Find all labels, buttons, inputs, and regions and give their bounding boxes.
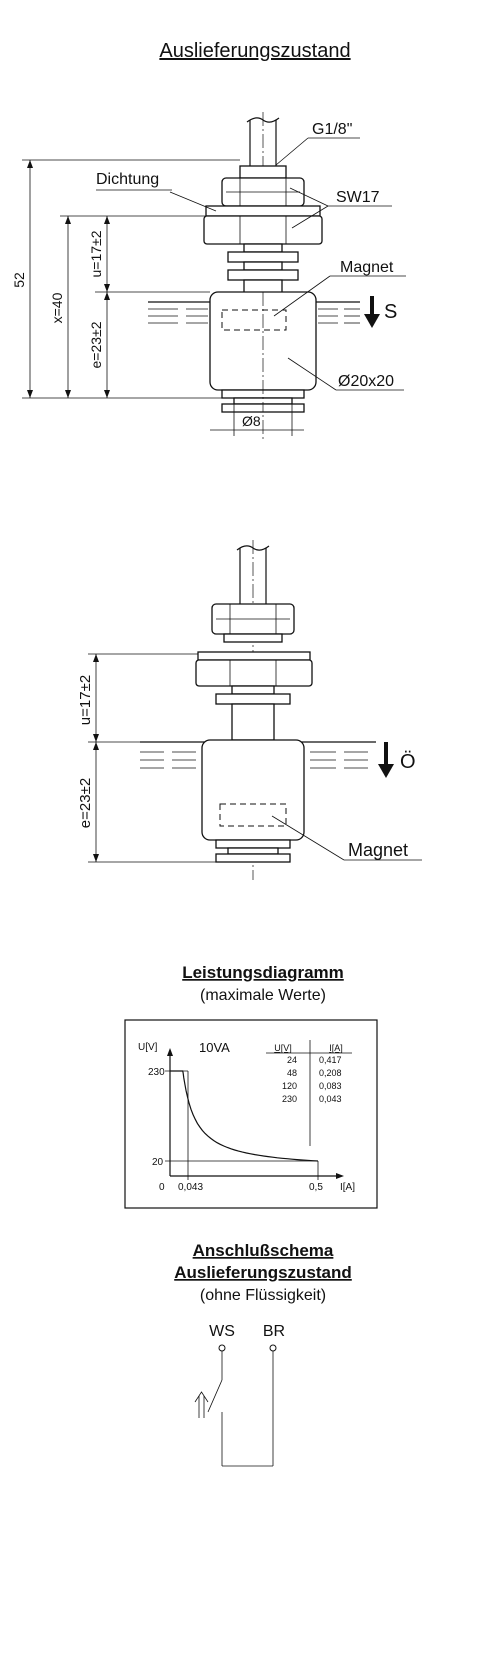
- chart-ylabel: U[V]: [138, 1042, 158, 1053]
- chart-rating: 10VA: [199, 1040, 230, 1055]
- seal-1: [205, 205, 321, 217]
- svg-text:0,043: 0,043: [319, 1094, 342, 1104]
- seal-label: Dichtung: [96, 171, 159, 188]
- svg-text:24: 24: [287, 1055, 297, 1065]
- float-2: [201, 739, 305, 863]
- y-tick-230: 230: [148, 1067, 165, 1078]
- chart-subtitle: (maximale Werte): [200, 987, 326, 1004]
- chart-frame: [124, 1019, 378, 1209]
- drawing-2: Ö Magnet u=17±2 e=23±2: [77, 540, 422, 880]
- power-table: U[V] I[A] 24 0,417 48 0,208 120 0,083 23…: [266, 1040, 352, 1146]
- dimensions-2: u=17±2 e=23±2: [77, 653, 216, 863]
- table-row: 120 0,083: [282, 1081, 342, 1091]
- chart-xlabel: I[A]: [340, 1182, 355, 1193]
- fitting-1: [203, 165, 323, 303]
- x-tick-0: 0: [159, 1182, 165, 1193]
- wiring-section: Anschlußschema Auslieferungszustand (ohn…: [174, 1241, 352, 1467]
- dim-u-label-1: u=17±2: [88, 230, 104, 277]
- wiring-title: Anschlußschema: [193, 1241, 334, 1260]
- direction-arrow-oe: Ö: [378, 742, 416, 778]
- svg-text:120: 120: [282, 1081, 297, 1091]
- table-header-u: U[V]: [274, 1043, 292, 1053]
- magnet-label-1: Magnet: [340, 259, 394, 276]
- reed-switch: [207, 1351, 274, 1467]
- svg-text:0,083: 0,083: [319, 1081, 342, 1091]
- table-header-i: I[A]: [329, 1043, 343, 1053]
- terminal-br: [269, 1344, 277, 1352]
- labels-1: G1/8" Dichtung SW17 Magnet Ø20x20: [96, 121, 406, 391]
- dim-e-label-2: e=23±2: [77, 778, 94, 828]
- table-row: 230 0,043: [282, 1094, 342, 1104]
- svg-text:48: 48: [287, 1068, 297, 1078]
- svg-text:230: 230: [282, 1094, 297, 1104]
- table-row: 48 0,208: [287, 1068, 342, 1078]
- power-chart-section: Leistungsdiagramm (maximale Werte) U[V] …: [124, 963, 378, 1209]
- seal-2: [197, 651, 311, 661]
- drawing1-title: Auslieferungszustand: [159, 40, 350, 62]
- fitting-2: [195, 603, 313, 741]
- dim-u-label-2: u=17±2: [77, 675, 94, 725]
- drawing-1: Auslieferungszustand: [11, 40, 406, 440]
- magnet-2: [219, 803, 287, 827]
- bottom-diameter-dim: Ø8: [210, 404, 304, 436]
- direction-label-2: Ö: [400, 751, 416, 773]
- liquid-level-1: [148, 301, 360, 324]
- table-row: 24 0,417: [287, 1055, 342, 1065]
- dim-e-label-1: e=23±2: [88, 321, 104, 368]
- wrench-size-label: SW17: [336, 189, 380, 206]
- direction-arrow-s: S: [364, 296, 397, 328]
- y-tick-20: 20: [152, 1157, 164, 1168]
- float-size-label: Ø20x20: [338, 373, 394, 390]
- thread-label: G1/8": [312, 121, 352, 138]
- chart-title: Leistungsdiagramm: [182, 963, 344, 982]
- wiring-note: (ohne Flüssigkeit): [200, 1287, 326, 1304]
- magnet-1: [221, 309, 287, 331]
- svg-text:0,417: 0,417: [319, 1055, 342, 1065]
- dim-x-label: x=40: [49, 292, 65, 323]
- dimensions-1: 52 x=40 u=17±2 e=23±2: [11, 159, 240, 399]
- dim-total-label: 52: [11, 272, 27, 288]
- direction-label-1: S: [384, 301, 397, 323]
- magnet-label-2: Magnet: [348, 840, 408, 860]
- switch-actuation-arrow-icon: [194, 1391, 209, 1418]
- power-curve: [170, 1070, 319, 1162]
- x-tick-0043: 0,043: [178, 1182, 203, 1193]
- wiring-subtitle: Auslieferungszustand: [174, 1263, 352, 1282]
- x-tick-05: 0,5: [309, 1182, 323, 1193]
- terminal-ws-label: WS: [209, 1323, 235, 1340]
- terminal-ws: [218, 1344, 226, 1352]
- terminal-br-label: BR: [263, 1323, 285, 1340]
- bottom-diameter-label: Ø8: [242, 413, 261, 429]
- svg-text:0,208: 0,208: [319, 1068, 342, 1078]
- labels-2: Magnet: [271, 815, 422, 861]
- float-1: [209, 291, 317, 413]
